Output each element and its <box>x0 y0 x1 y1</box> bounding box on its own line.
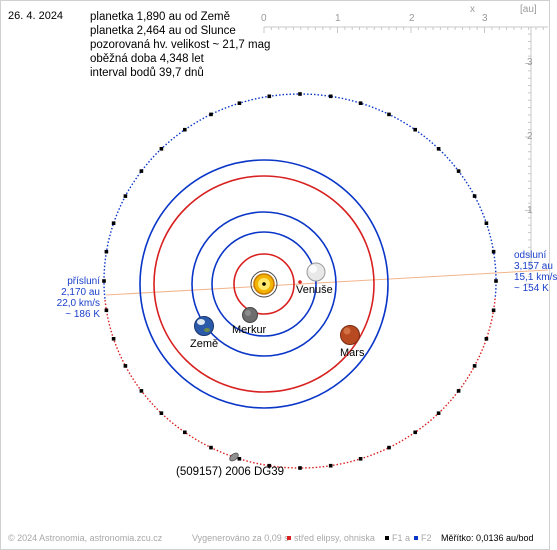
orbit-position-marker <box>436 411 441 415</box>
mars-icon <box>340 325 360 345</box>
date-label: 26. 4. 2024 <box>8 10 64 22</box>
orbit-position-marker <box>472 364 477 368</box>
orbit-position-marker <box>102 279 106 283</box>
orbit-position-marker <box>484 337 489 341</box>
orbit-position-marker <box>209 112 213 117</box>
orbit-position-marker <box>183 430 187 435</box>
earth-label: Země <box>190 338 219 350</box>
asteroid-orbit-segment <box>104 298 496 469</box>
mercury-icon <box>242 307 258 323</box>
axis-unit-label: [au] <box>520 4 537 15</box>
orbit-position-marker <box>491 249 496 254</box>
venus-label: Venuše <box>296 284 333 296</box>
orbit-position-marker <box>413 127 417 132</box>
orbital-period-text: oběžná doba 4,348 let <box>90 53 204 65</box>
sun-distance-text: planetka 2,464 au od Slunce <box>90 25 236 37</box>
magnitude-text: pozorovaná hv. velikost ~ 21,7 mag <box>90 39 271 51</box>
orbit-position-marker <box>484 221 489 225</box>
right-axis-label-2: 2 <box>527 131 533 142</box>
orbit-position-marker <box>413 430 417 435</box>
orbit-position-marker <box>387 112 391 117</box>
object-info-panel: planetka 1,890 au od Země planetka 2,464… <box>90 10 270 80</box>
earth-orbit <box>191 211 337 357</box>
ellipse-center-marker <box>298 280 302 284</box>
orbit-position-marker <box>358 457 363 461</box>
orbit-position-marker <box>139 389 144 393</box>
asteroid-orbit <box>102 92 498 470</box>
orbit-position-marker <box>358 101 363 105</box>
right-axis-ticks <box>525 33 531 285</box>
orbit-position-marker <box>123 194 128 198</box>
orbit-position-marker <box>111 221 116 225</box>
orbit-position-marker <box>328 94 333 99</box>
orbit-position-marker <box>159 411 164 415</box>
blue-square-icon <box>414 536 418 540</box>
asteroid-label: (509157) 2006 DG39 <box>176 466 285 478</box>
scale-text: Měřítko: 0,0136 au/bod <box>441 533 534 543</box>
generation-time-text: Vygenerováno za 0,09 s <box>192 533 289 543</box>
ceres-orbit <box>139 159 389 409</box>
orbit-position-marker <box>111 337 116 341</box>
mars-label: Mars <box>340 347 365 359</box>
orbit-position-marker <box>123 364 128 368</box>
orbit-position-marker <box>328 463 333 468</box>
orbit-position-marker <box>491 308 496 313</box>
copyright-link[interactable]: © 2024 Astronomia, astronomia.zcu.cz <box>8 533 163 543</box>
orbit-position-marker <box>267 463 272 468</box>
sun-icon <box>250 270 278 298</box>
black-square-icon <box>385 536 389 540</box>
earth-distance-text: planetka 1,890 au od Země <box>90 11 231 23</box>
orbit-position-marker <box>183 127 187 132</box>
legend-ellipse-center: střed elipsy, ohniska <box>287 533 375 543</box>
point-interval-text: interval bodů 39,7 dnů <box>90 67 204 79</box>
venus-orbit <box>211 231 317 337</box>
apsides-line <box>105 269 549 296</box>
orbit-position-marker <box>298 466 302 470</box>
right-axis-label-3: 3 <box>527 57 533 68</box>
mars-orbit <box>153 175 375 393</box>
earth-icon <box>194 316 214 336</box>
perihelion-label: přísluní 2,170 au 22,0 km/s ~ 186 K <box>56 276 100 320</box>
orbit-position-marker <box>104 249 109 254</box>
orbit-position-marker <box>387 445 391 450</box>
top-axis-label-1: 1 <box>335 13 341 24</box>
orbit-position-marker <box>237 101 242 105</box>
orbit-position-marker <box>267 94 272 99</box>
aphelion-label: odsluní 3,157 au 15,1 km/s ~ 154 K <box>514 250 557 294</box>
orbit-position-marker <box>237 457 242 461</box>
top-axis-ticks <box>263 27 544 33</box>
orbit-position-marker <box>456 169 461 173</box>
orbit-position-marker <box>159 147 164 151</box>
orbit-position-marker <box>456 389 461 393</box>
top-axis-label-2: 2 <box>409 13 415 24</box>
top-axis-label-3: 3 <box>482 13 488 24</box>
orbit-position-marker <box>494 279 498 283</box>
top-axis-label-0: 0 <box>261 13 267 24</box>
orbit-position-marker <box>436 147 441 151</box>
mercury-label: Merkur <box>232 324 267 336</box>
orbit-position-marker <box>472 194 477 198</box>
orbit-position-marker <box>139 169 144 173</box>
legend-f1: F1 a <box>385 533 410 543</box>
legend-f2: F2 <box>414 533 432 543</box>
orbit-position-marker <box>209 445 213 450</box>
orbit-position-marker <box>298 92 302 96</box>
mercury-orbit <box>233 253 295 315</box>
asteroid-icon <box>229 452 239 462</box>
axis-x-letter: x <box>470 4 475 15</box>
venus-icon <box>306 262 326 282</box>
orbit-position-marker <box>104 308 109 313</box>
red-square-icon <box>287 536 291 540</box>
asteroid-orbit-segment <box>103 93 497 299</box>
right-axis-label-1: 1 <box>527 205 533 216</box>
